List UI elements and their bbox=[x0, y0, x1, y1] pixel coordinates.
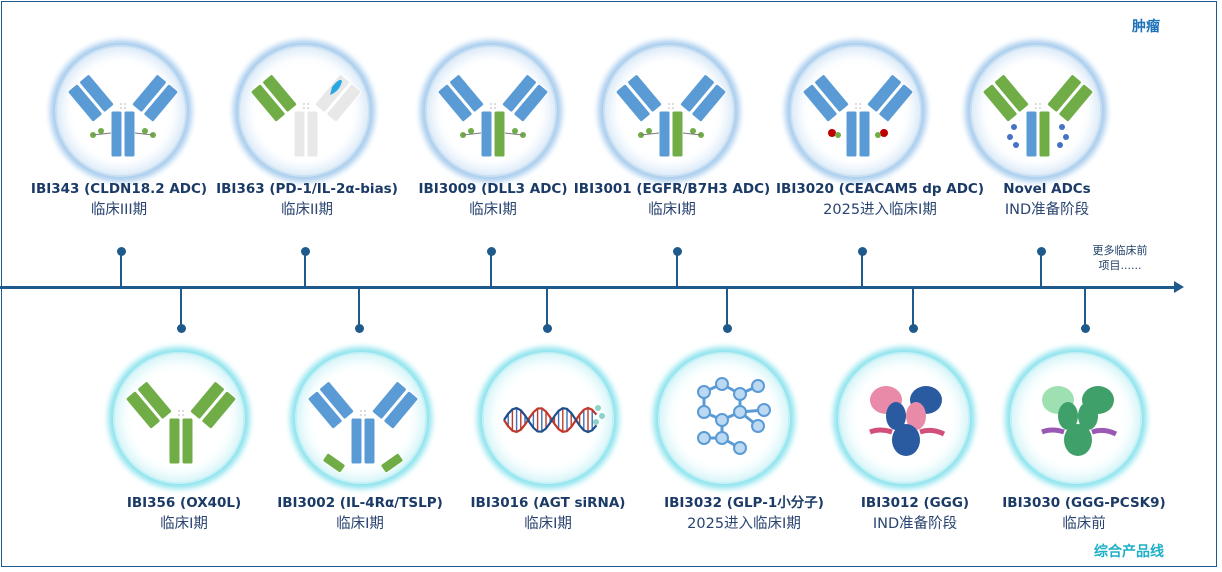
top-item-1: IBI343 (CLDN18.2 ADC) 临床III期 bbox=[0, 180, 239, 220]
product-name: IBI3020 (CEACAM5 dp ADC) bbox=[776, 181, 984, 197]
timeline-arrow-icon bbox=[1174, 281, 1184, 293]
product-stage: 临床I期 bbox=[524, 516, 572, 532]
top-item-6: Novel ADCs IND准备阶段 bbox=[927, 180, 1167, 220]
bottom-node-2 bbox=[354, 324, 364, 333]
bottom-stem-2 bbox=[358, 288, 360, 328]
small-molecule-icon bbox=[697, 377, 771, 455]
product-name: IBI3030 (GGG-PCSK9) bbox=[1002, 495, 1166, 511]
bottom-item-4: IBI3032 (GLP-1小分子) 2025进入临床I期 bbox=[624, 494, 864, 534]
product-stage: 临床I期 bbox=[469, 202, 517, 218]
bottom-item-6: IBI3030 (GGG-PCSK9) 临床前 bbox=[964, 494, 1204, 534]
adc-antibody-icon bbox=[67, 74, 179, 158]
top-node-5 bbox=[857, 247, 867, 256]
bottom-stem-6 bbox=[1084, 288, 1086, 328]
product-stage: 临床前 bbox=[1062, 516, 1106, 532]
top-node-3 bbox=[486, 247, 496, 256]
product-stage: 临床I期 bbox=[336, 516, 384, 532]
product-name: Novel ADCs bbox=[1003, 181, 1091, 197]
bispecific-antibody-icon bbox=[307, 381, 419, 474]
bottom-circle-1 bbox=[113, 352, 245, 484]
bispecific-adc-icon bbox=[437, 74, 549, 158]
bottom-node-3 bbox=[542, 324, 552, 333]
general-pipeline-tag: 综合产品线 bbox=[1094, 544, 1164, 560]
top-stem-4 bbox=[676, 252, 678, 288]
product-name: IBI363 (PD-1/IL-2α-bias) bbox=[216, 181, 398, 197]
top-node-2 bbox=[300, 247, 310, 256]
bottom-stem-1 bbox=[180, 288, 182, 328]
protein-structure-icon bbox=[1041, 386, 1118, 456]
top-circle-5 bbox=[790, 45, 922, 177]
product-stage: 临床I期 bbox=[160, 516, 208, 532]
top-circle-4 bbox=[603, 45, 735, 177]
product-name: IBI3001 (EGFR/B7H3 ADC) bbox=[573, 181, 771, 197]
bottom-stem-4 bbox=[726, 288, 728, 328]
timeline-axis bbox=[0, 286, 1176, 289]
top-circle-3 bbox=[425, 45, 557, 177]
product-name: IBI3002 (IL-4Rα/TSLP) bbox=[277, 495, 443, 511]
product-stage: 临床I期 bbox=[648, 202, 696, 218]
product-name: IBI3016 (AGT siRNA) bbox=[470, 495, 626, 511]
bottom-circle-4 bbox=[658, 352, 790, 484]
oncology-tag: 肿瘤 bbox=[1132, 19, 1160, 35]
bottom-circle-2 bbox=[295, 352, 427, 484]
product-stage: 临床II期 bbox=[280, 202, 334, 218]
top-item-2: IBI363 (PD-1/IL-2α-bias) 临床II期 bbox=[187, 180, 427, 220]
top-circle-6 bbox=[970, 45, 1102, 177]
bottom-node-5 bbox=[908, 324, 918, 333]
product-stage: 2025进入临床I期 bbox=[823, 202, 937, 218]
bottom-item-3: IBI3016 (AGT siRNA) 临床I期 bbox=[428, 494, 668, 534]
top-node-4 bbox=[672, 247, 682, 256]
product-stage: 2025进入临床I期 bbox=[687, 516, 801, 532]
novel-adc-icon bbox=[982, 74, 1094, 158]
top-node-6 bbox=[1036, 247, 1046, 256]
fusion-antibody-icon bbox=[250, 74, 362, 158]
top-item-5: IBI3020 (CEACAM5 dp ADC) 2025进入临床I期 bbox=[760, 180, 1000, 220]
top-stem-3 bbox=[490, 252, 492, 288]
bottom-circle-5 bbox=[838, 352, 970, 484]
sirna-helix-icon bbox=[503, 405, 605, 434]
product-name: IBI3012 (GGG) bbox=[860, 495, 970, 511]
bottom-item-1: IBI356 (OX40L) 临床I期 bbox=[64, 494, 304, 534]
bottom-item-2: IBI3002 (IL-4Rα/TSLP) 临床I期 bbox=[240, 494, 480, 534]
protein-structure-icon bbox=[869, 386, 946, 456]
top-stem-1 bbox=[120, 252, 122, 288]
dual-payload-adc-icon bbox=[802, 74, 914, 158]
product-name: IBI356 (OX40L) bbox=[126, 495, 242, 511]
bottom-circle-3 bbox=[482, 352, 614, 484]
top-stem-5 bbox=[861, 252, 863, 288]
bottom-stem-5 bbox=[912, 288, 914, 328]
product-name: IBI343 (CLDN18.2 ADC) bbox=[30, 181, 208, 197]
top-stem-6 bbox=[1040, 252, 1042, 288]
top-node-1 bbox=[116, 247, 126, 256]
bottom-circle-6 bbox=[1010, 352, 1142, 484]
product-name: IBI3032 (GLP-1小分子) bbox=[664, 495, 824, 511]
top-stem-2 bbox=[304, 252, 306, 288]
top-item-3: IBI3009 (DLL3 ADC) 临床I期 bbox=[373, 180, 613, 220]
more-preclinical-label: 更多临床前 项目...... bbox=[1092, 244, 1148, 272]
top-circle-2 bbox=[238, 45, 370, 177]
top-circle-1 bbox=[55, 45, 187, 177]
product-stage: IND准备阶段 bbox=[872, 516, 958, 532]
bottom-node-6 bbox=[1080, 324, 1090, 333]
antibody-icon bbox=[125, 381, 237, 465]
top-item-4: IBI3001 (EGFR/B7H3 ADC) 临床I期 bbox=[552, 180, 792, 220]
bottom-node-4 bbox=[722, 324, 732, 333]
product-stage: IND准备阶段 bbox=[1004, 202, 1090, 218]
bottom-item-5: IBI3012 (GGG) IND准备阶段 bbox=[795, 494, 1035, 534]
product-stage: 临床III期 bbox=[90, 202, 148, 218]
bottom-stem-3 bbox=[546, 288, 548, 328]
product-name: IBI3009 (DLL3 ADC) bbox=[418, 181, 568, 197]
bottom-node-1 bbox=[176, 324, 186, 333]
bispecific-adc-icon bbox=[615, 74, 727, 158]
